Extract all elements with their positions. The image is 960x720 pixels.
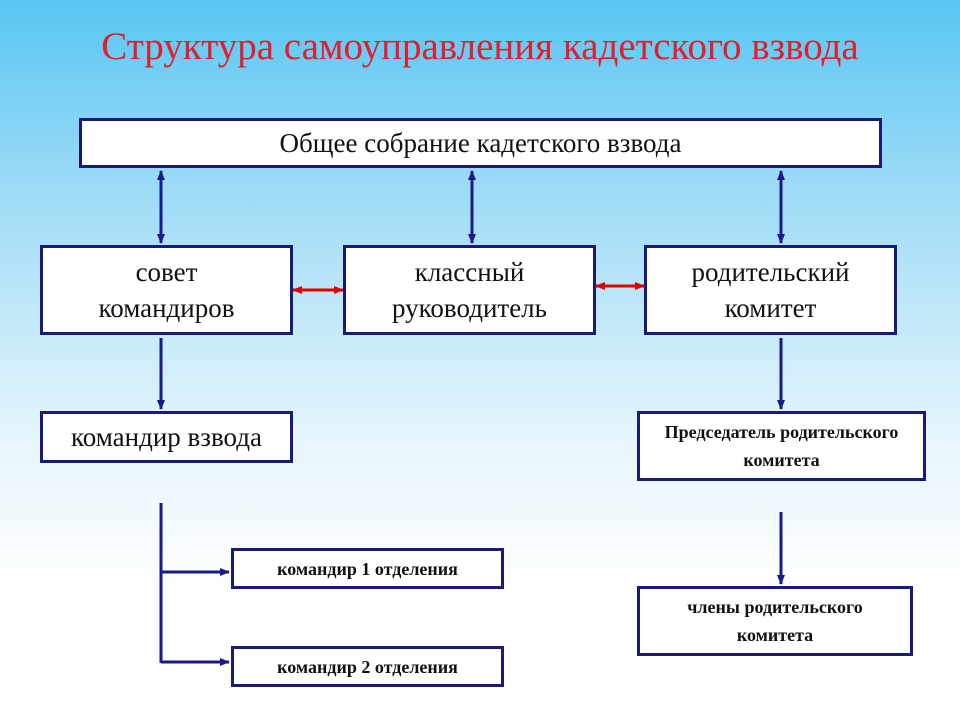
parent-committee-box: родительский комитет	[644, 245, 897, 335]
general-assembly-label: Общее собрание кадетского взвода	[279, 128, 682, 158]
platoon-commander-label: командир взвода	[71, 422, 262, 452]
commanders-council-label: совет командиров	[98, 257, 235, 323]
class-teacher-box: классный руководитель	[343, 245, 596, 335]
general-assembly-box: Общее собрание кадетского взвода	[79, 118, 882, 168]
squad-1-commander-box: командир 1 отделения	[231, 548, 504, 589]
committee-members-box: члены родительского комитета	[637, 586, 913, 656]
diagram-title: Структура самоуправления кадетского взво…	[101, 25, 859, 68]
squad-2-commander-label: командир 2 отделения	[277, 656, 458, 677]
class-teacher-label: классный руководитель	[392, 257, 547, 323]
commanders-council-box: совет командиров	[40, 245, 293, 335]
squad-1-commander-label: командир 1 отделения	[277, 558, 458, 579]
committee-chairman-box: Председатель родительского комитета	[637, 411, 926, 481]
platoon-commander-box: командир взвода	[40, 411, 293, 463]
squad-2-commander-box: командир 2 отделения	[231, 646, 504, 687]
committee-members-label: члены родительского комитета	[687, 597, 863, 645]
committee-chairman-label: Председатель родительского комитета	[664, 422, 899, 470]
parent-committee-label: родительский комитет	[691, 257, 850, 323]
